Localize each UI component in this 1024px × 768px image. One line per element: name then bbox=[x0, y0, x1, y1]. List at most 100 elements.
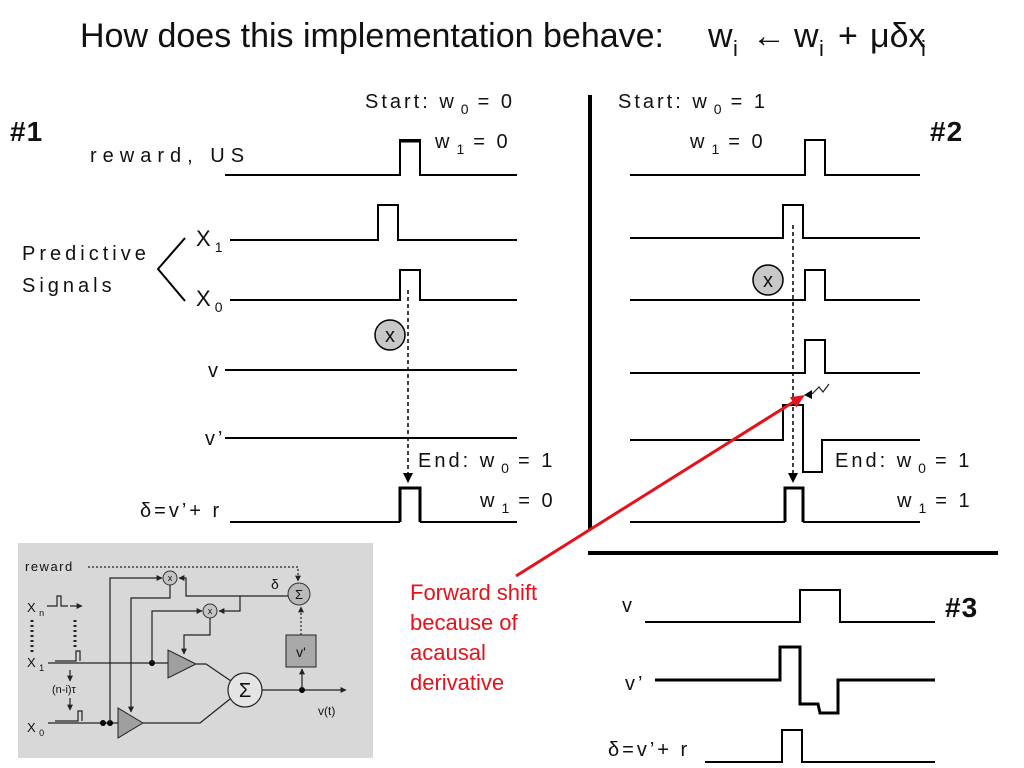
panel2-reward-trace bbox=[630, 139, 920, 176]
panel2-shift-arrowhead-icon bbox=[804, 390, 812, 399]
panel1-start-w1-value: = 0 bbox=[473, 131, 510, 153]
inset-x1-pulse bbox=[55, 650, 81, 662]
panel2-end-w1-prefix: w bbox=[896, 490, 914, 512]
panel2-x1-trace bbox=[630, 204, 920, 239]
annotation-line-3: acausal bbox=[410, 640, 486, 665]
panel2-start-w1-value: = 0 bbox=[728, 131, 765, 153]
panel2-start-w1-sub: 1 bbox=[711, 141, 722, 157]
panel1-x0-letter: X bbox=[196, 286, 211, 311]
formula-w-rhs: w bbox=[793, 17, 819, 55]
predictive-signals-bracket bbox=[156, 237, 186, 302]
panel2-end-w0-value: = 1 bbox=[935, 450, 972, 472]
panel1-x1-sub: 1 bbox=[215, 239, 223, 255]
annotation-line-1: Forward shift bbox=[410, 580, 537, 605]
inset-x0-sub: 0 bbox=[39, 728, 46, 738]
panel2-end-w0-prefix: End: w bbox=[835, 450, 914, 472]
annotation-line-4: derivative bbox=[410, 670, 504, 695]
inset-xn-pulse bbox=[47, 595, 68, 607]
panel1-reward-label: reward, US bbox=[90, 145, 250, 167]
panel3-delta-label: δ=v’+ r bbox=[608, 739, 690, 761]
panel2-end-w1-value: = 1 bbox=[935, 490, 972, 512]
panel2-end-w1-sub: 1 bbox=[918, 500, 929, 516]
panel2-number: #2 bbox=[930, 116, 963, 147]
panel1-end-w1-value: = 0 bbox=[518, 490, 555, 512]
panel3-v-prime-label: v’ bbox=[625, 673, 645, 695]
formula-mu-delta-x: μδx bbox=[870, 17, 926, 55]
panel3-v-trace bbox=[645, 589, 935, 623]
panel1-end-w0-prefix: End: w bbox=[418, 450, 497, 472]
panel1-multiply-circle bbox=[374, 319, 406, 351]
formula-sub-i-x: i bbox=[921, 36, 926, 61]
panel1-start-w1-prefix: w bbox=[434, 131, 452, 153]
inset-x1-letter: X bbox=[27, 655, 37, 670]
panel2-delta-pulse bbox=[783, 486, 805, 522]
panel1-start-w0-value: = 0 bbox=[478, 91, 515, 113]
inset-small-sum-node bbox=[287, 582, 311, 606]
predictive-label-line1: Predictive bbox=[22, 243, 150, 265]
panel3-number: #3 bbox=[945, 592, 978, 623]
panel1-delta-pulse bbox=[398, 486, 422, 522]
inset-multiplier-2-symbol: x bbox=[208, 606, 213, 616]
panel2-start-w0-sub: 0 bbox=[714, 101, 725, 117]
inset-x0-letter: X bbox=[27, 720, 37, 735]
panel3-v-label: v bbox=[622, 595, 635, 617]
panel1-v-label: v bbox=[208, 360, 221, 382]
forward-shift-arrowhead-icon bbox=[789, 395, 805, 408]
forward-shift-annotation: Forward shift because of acausal derivat… bbox=[410, 395, 805, 695]
inset-reward-dotted-line bbox=[88, 566, 301, 582]
inset-derivative-label: v' bbox=[296, 644, 306, 660]
panel1-end-w1-sub: 1 bbox=[501, 500, 512, 516]
update-rule-formula: w i ← w i + μδx i bbox=[707, 17, 935, 64]
panel2-shift-zigzag-icon bbox=[811, 383, 830, 395]
panel2-x0-trace bbox=[630, 269, 920, 301]
panel1-start-w0-prefix: Start: w bbox=[365, 91, 457, 113]
panel1-end-w0-sub: 0 bbox=[501, 460, 512, 476]
inset-delta-to-multiplier-1 bbox=[178, 575, 240, 597]
inset-multiplier-2-to-amp-1 bbox=[181, 618, 211, 655]
inset-output-label: v(t) bbox=[318, 704, 335, 718]
inset-delay-label: (n-i)τ bbox=[52, 684, 77, 696]
panel1-start-w1-sub: 1 bbox=[456, 141, 467, 157]
panel1-v-prime-label: v’ bbox=[205, 428, 225, 450]
inset-multiplier-1-to-amp-2 bbox=[128, 585, 171, 713]
inset-x1-to-multiplier-2 bbox=[151, 608, 203, 663]
panel1-start-w0-sub: 0 bbox=[461, 101, 472, 117]
panel1-x1-letter: X bbox=[196, 226, 211, 251]
inset-amp-2-output bbox=[143, 698, 231, 724]
annotation-line-2: because of bbox=[410, 610, 519, 635]
inset-small-sum-symbol: Σ bbox=[295, 587, 303, 602]
inset-xn-letter: X bbox=[27, 600, 37, 615]
inset-x0-junction-1 bbox=[100, 720, 106, 726]
panel2-multiply-circle bbox=[752, 264, 784, 296]
panel2-start-w0-value: = 1 bbox=[731, 91, 768, 113]
inset-big-sum-symbol: Σ bbox=[239, 680, 251, 702]
predictive-label-line2: Signals bbox=[22, 275, 116, 297]
inset-delta-label: δ bbox=[271, 576, 279, 592]
slide-title: How does this implementation behave: bbox=[80, 17, 664, 55]
forward-shift-arrow-line bbox=[515, 399, 796, 578]
panel1-end-w0-value: = 1 bbox=[518, 450, 555, 472]
panel1-end-w1-prefix: w bbox=[479, 490, 497, 512]
panel-3: #3 v v’ δ=v’+ r bbox=[608, 589, 978, 763]
inset-x0-to-multiplier-1 bbox=[109, 575, 163, 723]
inset-background bbox=[18, 543, 373, 758]
formula-plus: + bbox=[838, 17, 858, 55]
inset-xn-sub: n bbox=[39, 608, 46, 618]
panel1-x0-sub: 0 bbox=[215, 299, 223, 315]
panel2-start-w0-prefix: Start: w bbox=[618, 91, 710, 113]
inset-x1-sub: 1 bbox=[39, 663, 46, 673]
panel2-end-w0-sub: 0 bbox=[918, 460, 929, 476]
inset-amplifier-1 bbox=[167, 649, 198, 679]
